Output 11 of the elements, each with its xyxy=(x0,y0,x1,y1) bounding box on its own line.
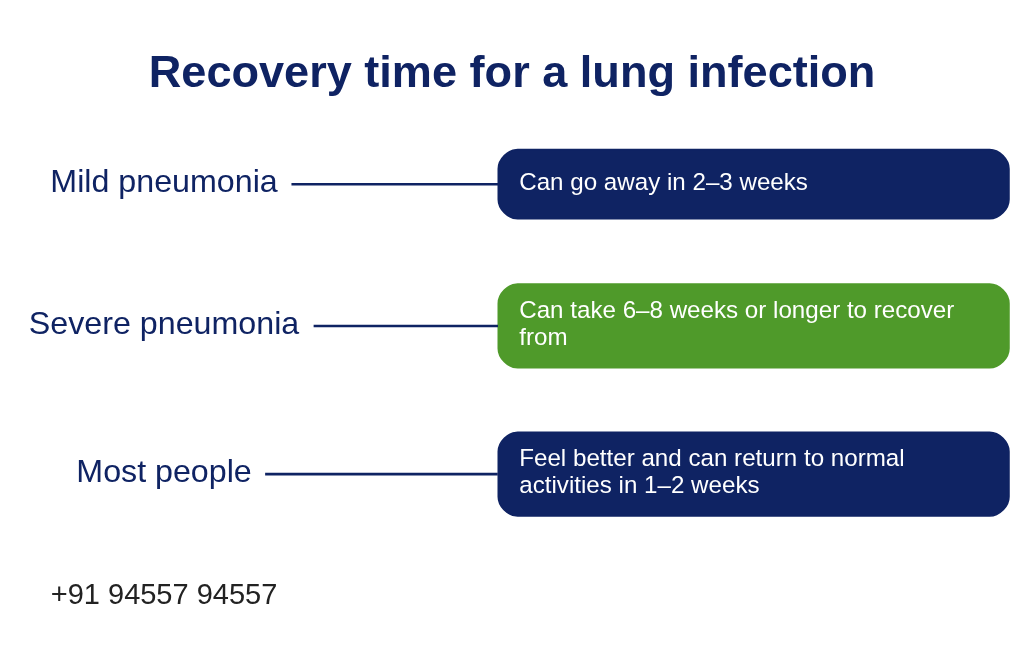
connector xyxy=(265,472,498,475)
node-box: Can go away in 2–3 weeks xyxy=(497,148,1010,220)
node-text: Severe pneumonia xyxy=(28,304,300,341)
node-box: Feel better and can return to normal activities in 1–2 weeks xyxy=(497,430,1010,517)
label: +91 94557 94557 xyxy=(50,577,278,610)
node-box: Can take 6–8 weeks or longer to recover from xyxy=(497,282,1010,369)
diagram-title: Recovery time for a lung infection xyxy=(148,45,876,97)
connector xyxy=(291,182,498,185)
node-text: Most people xyxy=(76,452,252,489)
connector xyxy=(313,324,498,327)
node-text: Mild pneumonia xyxy=(50,162,278,199)
